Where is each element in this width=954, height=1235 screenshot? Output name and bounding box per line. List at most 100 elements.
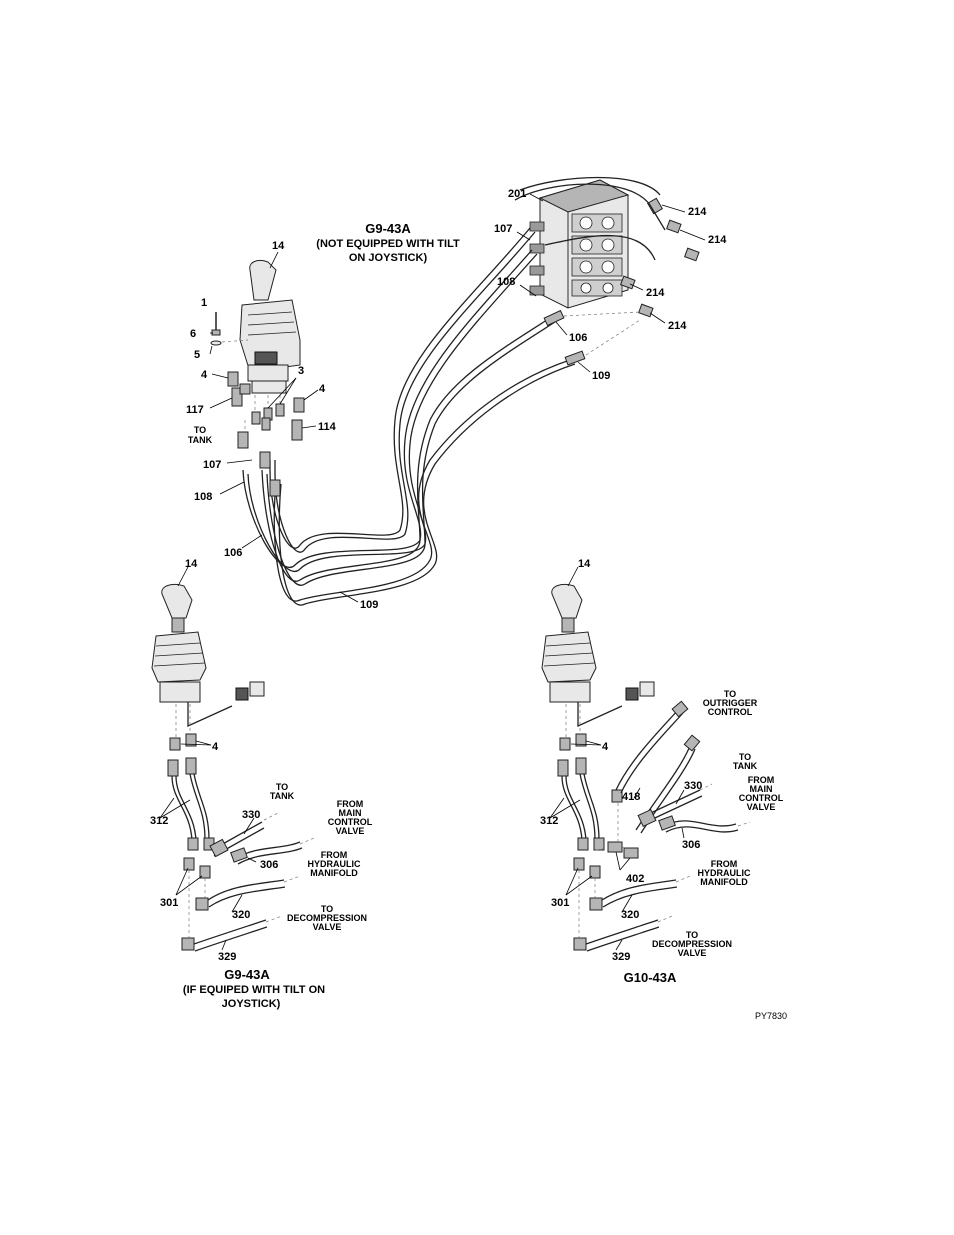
label-329-right: 329 <box>612 951 630 963</box>
label-306-right: 306 <box>682 839 700 851</box>
label-418: 418 <box>622 791 640 803</box>
from-hyd-left-3: MANIFOLD <box>310 868 358 878</box>
fittings-301-right <box>573 857 603 951</box>
leaders-lower-left <box>159 566 257 951</box>
label-1: 1 <box>201 297 207 309</box>
label-108-valve: 108 <box>497 276 515 288</box>
label-114: 114 <box>318 421 337 433</box>
label-107: 107 <box>203 459 221 471</box>
lower-left-subtitle-line1: (IF EQUIPED WITH TILT ON <box>183 984 325 996</box>
fittings-4-left <box>169 733 197 751</box>
to-tank-left-1: TO <box>276 782 288 792</box>
upper-hoses <box>242 176 666 606</box>
label-214-d: 214 <box>668 320 687 332</box>
from-hyd-right-3: MANIFOLD <box>700 877 748 887</box>
to-tank-right-2: TANK <box>733 761 758 771</box>
joystick-upper <box>239 259 301 394</box>
label-214-a: 214 <box>688 206 707 218</box>
label-329-left: 329 <box>218 951 236 963</box>
from-hyd-left-2: HYDRAULIC <box>308 859 361 869</box>
from-main-right-3: CONTROL <box>739 793 784 803</box>
label-4-right: 4 <box>319 383 326 395</box>
label-214-b: 214 <box>708 234 727 246</box>
label-106: 106 <box>224 547 242 559</box>
to-outrigger-2: OUTRIGGER <box>703 698 758 708</box>
label-214-c: 214 <box>646 287 665 299</box>
leaders-lower-right <box>549 566 685 951</box>
to-decomp-right-1: TO <box>686 930 698 940</box>
from-main-left-2: MAIN <box>339 808 362 818</box>
label-14-upper: 14 <box>272 240 285 252</box>
fittings-301-left <box>181 857 211 951</box>
to-decomp-left-3: VALVE <box>313 922 342 932</box>
label-201: 201 <box>508 188 526 200</box>
label-4-right-lower: 4 <box>602 741 609 753</box>
lower-left-title: G9-43A <box>224 967 270 982</box>
from-main-left-1: FROM <box>337 799 364 809</box>
fittings-402 <box>607 789 639 859</box>
from-hyd-left-1: FROM <box>321 850 348 860</box>
label-5: 5 <box>194 349 200 361</box>
hoses-312-right <box>557 757 605 851</box>
joystick-tilt-left <box>151 583 265 728</box>
label-402: 402 <box>626 873 644 885</box>
to-decomp-right-2: DECOMPRESSION <box>652 939 732 949</box>
from-hyd-right-2: HYDRAULIC <box>698 868 751 878</box>
figure-code: PY7830 <box>755 1011 787 1021</box>
from-main-left-4: VALVE <box>336 826 365 836</box>
label-301-left: 301 <box>160 897 178 909</box>
upper-subtitle-line2: ON JOYSTICK) <box>349 252 428 264</box>
lower-left-subtitle-line2: JOYSTICK) <box>222 998 281 1010</box>
main-control-valve <box>529 179 630 309</box>
label-320-left: 320 <box>232 909 250 921</box>
label-6: 6 <box>190 328 196 340</box>
to-decomp-right-3: VALVE <box>678 948 707 958</box>
to-outrigger-3: CONTROL <box>708 707 753 717</box>
label-301-right: 301 <box>551 897 569 909</box>
label-14-right: 14 <box>578 558 591 570</box>
from-hyd-right-1: FROM <box>711 859 738 869</box>
to-decomp-left-1: TO <box>321 904 333 914</box>
upper-assembly: G9-43A (NOT EQUIPPED WITH TILT ON JOYSTI… <box>186 176 727 611</box>
lower-right-assembly: 14 4 312 418 330 306 402 301 320 329 TO … <box>540 558 784 985</box>
label-330-right: 330 <box>684 780 702 792</box>
label-109-valve: 109 <box>592 370 610 382</box>
label-107-valve: 107 <box>494 223 512 235</box>
fittings-4-right <box>559 733 587 751</box>
label-108: 108 <box>194 491 212 503</box>
label-4-left: 4 <box>201 369 208 381</box>
label-312-left: 312 <box>150 815 168 827</box>
to-tank-right-1: TO <box>739 752 751 762</box>
hose-end-fittings <box>543 309 641 366</box>
joystick-tilt-right <box>541 583 655 728</box>
upper-title: G9-43A <box>365 221 411 236</box>
hoses-lower-right <box>585 700 751 952</box>
to-tank-left-2: TANK <box>270 791 295 801</box>
label-306-left: 306 <box>260 859 278 871</box>
upper-leaders <box>209 193 706 603</box>
upper-subtitle-line1: (NOT EQUIPPED WITH TILT <box>316 238 460 250</box>
label-320-right: 320 <box>621 909 639 921</box>
to-tank-upper-2: TANK <box>188 435 213 445</box>
hoses-lower-left <box>193 811 315 952</box>
lower-right-title: G10-43A <box>624 970 677 985</box>
fitting-214 <box>620 197 700 318</box>
from-main-right-1: FROM <box>748 775 775 785</box>
label-109: 109 <box>360 599 378 611</box>
from-main-right-2: MAIN <box>750 784 773 794</box>
from-main-left-3: CONTROL <box>328 817 373 827</box>
to-decomp-left-2: DECOMPRESSION <box>287 913 367 923</box>
label-330-left: 330 <box>242 809 260 821</box>
from-main-right-4: VALVE <box>747 802 776 812</box>
label-106-valve: 106 <box>569 332 587 344</box>
label-4-left-lower: 4 <box>212 741 219 753</box>
to-outrigger-1: TO <box>724 689 736 699</box>
lower-left-assembly: 14 4 312 330 306 301 320 329 TO TANK FRO… <box>150 558 373 1010</box>
label-14-left: 14 <box>185 558 198 570</box>
hose-ends-joystick <box>237 417 281 497</box>
label-312-right: 312 <box>540 815 558 827</box>
to-tank-upper-1: TO <box>194 425 206 435</box>
label-117: 117 <box>186 404 204 416</box>
label-3: 3 <box>298 365 304 377</box>
